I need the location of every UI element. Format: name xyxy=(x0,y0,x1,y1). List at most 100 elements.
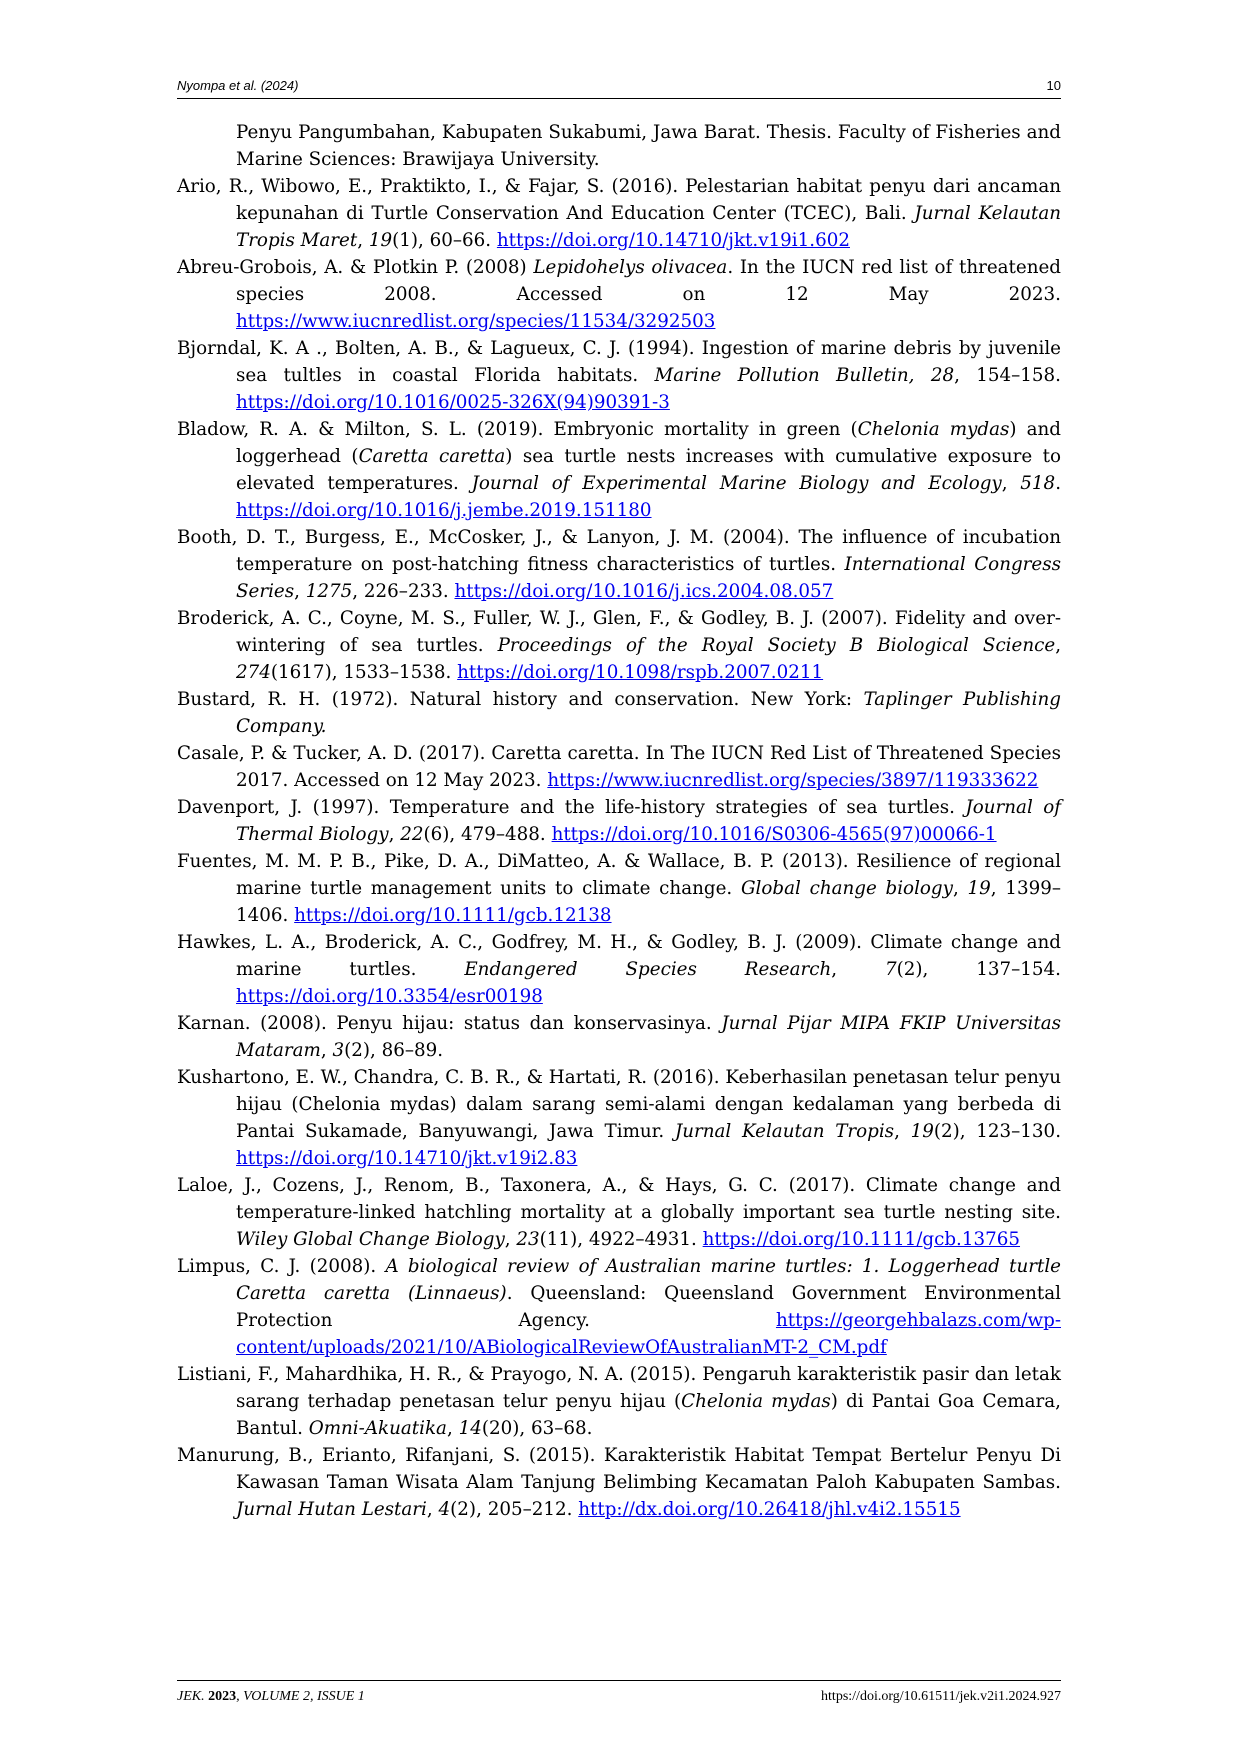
reference-entry: Davenport, J. (1997). Temperature and th… xyxy=(177,794,1061,848)
reference-text: Bjorndal, K. A ., Bolten, A. B., & Lague… xyxy=(177,338,1061,386)
reference-entry: Kushartono, E. W., Chandra, C. B. R., & … xyxy=(177,1064,1061,1172)
reference-text: (6), 479–488. xyxy=(423,824,552,845)
reference-entry: Hawkes, L. A., Broderick, A. C., Godfrey… xyxy=(177,929,1061,1010)
reference-text: (1), 60–66. xyxy=(392,230,497,251)
italic-text: Omni-Akuatika xyxy=(308,1418,447,1439)
italic-text: Global change biology xyxy=(740,878,953,899)
reference-text: (2), 86–89. xyxy=(344,1040,444,1061)
reference-text: . xyxy=(1055,473,1062,494)
italic-text: 22 xyxy=(400,824,424,845)
reference-text: ) di Pantai Goa Cemara, Bantul. xyxy=(236,1391,1061,1439)
doi-link[interactable]: https://doi.org/10.1098/rspb.2007.0211 xyxy=(457,662,824,683)
reference-entry: Karnan. (2008). Penyu hijau: status dan … xyxy=(177,1010,1061,1064)
reference-text: (1617), 1533–1538. xyxy=(270,662,458,683)
reference-list: Penyu Pangumbahan, Kabupaten Sukabumi, J… xyxy=(177,119,1061,1523)
reference-entry: Bladow, R. A. & Milton, S. L. (2019). Em… xyxy=(177,416,1061,524)
reference-text: Davenport, J. (1997). Temperature and th… xyxy=(177,797,966,818)
footer-doi: https://doi.org/10.61511/jek.v2i1.2024.9… xyxy=(821,1689,1061,1704)
italic-text: 19 xyxy=(967,878,991,899)
reference-text: Manurung, B., Erianto, Rifanjani, S. (20… xyxy=(177,1445,1061,1493)
italic-text: Jurnal Kelautan Tropis xyxy=(674,1121,895,1142)
italic-text: Jurnal Pijar MIPA FKIP Universitas Matar… xyxy=(236,1013,1061,1061)
doi-link[interactable]: https://doi.org/10.1016/j.ics.2004.08.05… xyxy=(454,581,834,602)
reference-text: , 154–158. xyxy=(954,365,1061,386)
running-title: Nyompa et al. (2024) xyxy=(177,78,299,93)
reference-text: Listiani, F., Mahardhika, H. R., & Prayo… xyxy=(177,1364,1061,1412)
footer-volume: , VOLUME 2, ISSUE 1 xyxy=(236,1689,365,1704)
italic-text: Chelonia mydas xyxy=(681,1391,831,1412)
reference-text: (20), 63–68. xyxy=(481,1418,593,1439)
reference-text: (2), 137–154. xyxy=(896,959,1061,980)
reference-entry: Listiani, F., Mahardhika, H. R., & Prayo… xyxy=(177,1361,1061,1442)
reference-text: , xyxy=(1001,473,1021,494)
reference-text: ) and loggerhead ( xyxy=(236,419,1061,467)
reference-text: Hawkes, L. A., Broderick, A. C., Godfrey… xyxy=(177,932,1061,980)
reference-text: , 1399–1406. xyxy=(236,878,1061,926)
reference-text: . Queensland: Queensland Government Envi… xyxy=(236,1283,1061,1331)
footer-journal: JEK. 2023, VOLUME 2, ISSUE 1 xyxy=(177,1689,365,1705)
italic-text: 1275 xyxy=(305,581,353,602)
italic-text: Lepidohelys olivacea xyxy=(533,257,728,278)
reference-text: , xyxy=(831,959,885,980)
reference-text: , xyxy=(952,878,968,899)
reference-text: Booth, D. T., Burgess, E., McCosker, J.,… xyxy=(177,527,1061,575)
reference-entry: Ario, R., Wibowo, E., Praktikto, I., & F… xyxy=(177,173,1061,254)
doi-link[interactable]: https://doi.org/10.1016/j.jembe.2019.151… xyxy=(236,500,652,521)
italic-text: Chelonia mydas xyxy=(857,419,1010,440)
doi-link[interactable]: https://www.iucnredlist.org/species/3897… xyxy=(547,770,1039,791)
italic-text: 14 xyxy=(458,1418,482,1439)
reference-entry: Limpus, C. J. (2008). A biological revie… xyxy=(177,1253,1061,1361)
italic-text: 7 xyxy=(884,959,897,980)
reference-text: Fuentes, M. M. P. B., Pike, D. A., DiMat… xyxy=(177,851,1061,899)
reference-text: Penyu Pangumbahan, Kabupaten Sukabumi, J… xyxy=(236,122,1061,170)
reference-text: Limpus, C. J. (2008). xyxy=(177,1256,386,1277)
reference-entry: Casale, P. & Tucker, A. D. (2017). Caret… xyxy=(177,740,1061,794)
reference-text: , 226–233. xyxy=(352,581,455,602)
italic-text: Journal of Thermal Biology xyxy=(236,797,1062,845)
reference-entry: Abreu-Grobois, A. & Plotkin P. (2008) Le… xyxy=(177,254,1061,335)
doi-link[interactable]: https://doi.org/10.1016/S0306-4565(97)00… xyxy=(551,824,997,845)
footer-journal-name: JEK. xyxy=(177,1689,205,1704)
reference-entry: Bjorndal, K. A ., Bolten, A. B., & Lague… xyxy=(177,335,1061,416)
reference-entry: Manurung, B., Erianto, Rifanjani, S. (20… xyxy=(177,1442,1061,1523)
reference-text: , xyxy=(1055,635,1061,656)
italic-text: Proceedings of the Royal Society B Biolo… xyxy=(497,635,1056,656)
doi-link[interactable]: https://www.iucnredlist.org/species/1153… xyxy=(236,311,716,332)
reference-text: Kushartono, E. W., Chandra, C. B. R., & … xyxy=(177,1067,1061,1142)
italic-text: Endangered Species Research xyxy=(464,959,832,980)
doi-link[interactable]: https://doi.org/10.1016/0025-326X(94)903… xyxy=(236,392,670,413)
italic-text: 23 xyxy=(516,1229,540,1250)
reference-text: Bladow, R. A. & Milton, S. L. (2019). Em… xyxy=(177,419,858,440)
doi-link[interactable]: https://doi.org/10.1111/gcb.12138 xyxy=(294,905,612,926)
doi-link[interactable]: https://doi.org/10.14710/jkt.v19i2.83 xyxy=(236,1148,578,1169)
reference-text: . In the IUCN red list of threatened spe… xyxy=(236,257,1062,305)
reference-text: , xyxy=(320,1040,333,1061)
italic-text: Caretta caretta xyxy=(358,446,506,467)
footer-year: 2023 xyxy=(208,1689,237,1704)
reference-text: Ario, R., Wibowo, E., Praktikto, I., & F… xyxy=(177,176,1061,224)
reference-text: Abreu-Grobois, A. & Plotkin P. (2008) xyxy=(177,257,534,278)
reference-text: , xyxy=(446,1418,459,1439)
page-number: 10 xyxy=(1046,78,1061,93)
doi-link[interactable]: https://doi.org/10.14710/jkt.v19i1.602 xyxy=(496,230,850,251)
italic-text: Jurnal Kelautan Tropis Maret xyxy=(236,203,1061,251)
italic-text: Wiley Global Change Biology xyxy=(236,1229,505,1250)
italic-text: Marine Pollution Bulletin, 28 xyxy=(654,365,955,386)
reference-text: Karnan. (2008). Penyu hijau: status dan … xyxy=(177,1013,722,1034)
reference-text: Broderick, A. C., Coyne, M. S., Fuller, … xyxy=(177,608,1061,656)
reference-text: , xyxy=(294,581,306,602)
reference-entry: Bustard, R. H. (1972). Natural history a… xyxy=(177,686,1061,740)
doi-link[interactable]: https://doi.org/10.1111/gcb.13765 xyxy=(702,1229,1021,1250)
reference-text: ) sea turtle nests increases with cumula… xyxy=(236,446,1061,494)
reference-entry: Penyu Pangumbahan, Kabupaten Sukabumi, J… xyxy=(177,119,1061,173)
reference-text: (11), 4922–4931. xyxy=(539,1229,703,1250)
reference-text: Laloe, J., Cozens, J., Renom, B., Taxone… xyxy=(177,1175,1061,1223)
page-footer: JEK. 2023, VOLUME 2, ISSUE 1 https://doi… xyxy=(177,1680,1061,1707)
reference-entry: Booth, D. T., Burgess, E., McCosker, J.,… xyxy=(177,524,1061,605)
italic-text: 19 xyxy=(910,1121,934,1142)
italic-text: A biological review of Australian marine… xyxy=(236,1256,1061,1304)
doi-link[interactable]: https://doi.org/10.3354/esr00198 xyxy=(236,986,543,1007)
doi-link[interactable]: https://georgehbalazs.com/wp-content/upl… xyxy=(236,1310,1061,1358)
italic-text: Jurnal Hutan Lestari xyxy=(236,1499,427,1520)
doi-link[interactable]: http://dx.doi.org/10.26418/jhl.v4i2.1551… xyxy=(578,1499,961,1520)
